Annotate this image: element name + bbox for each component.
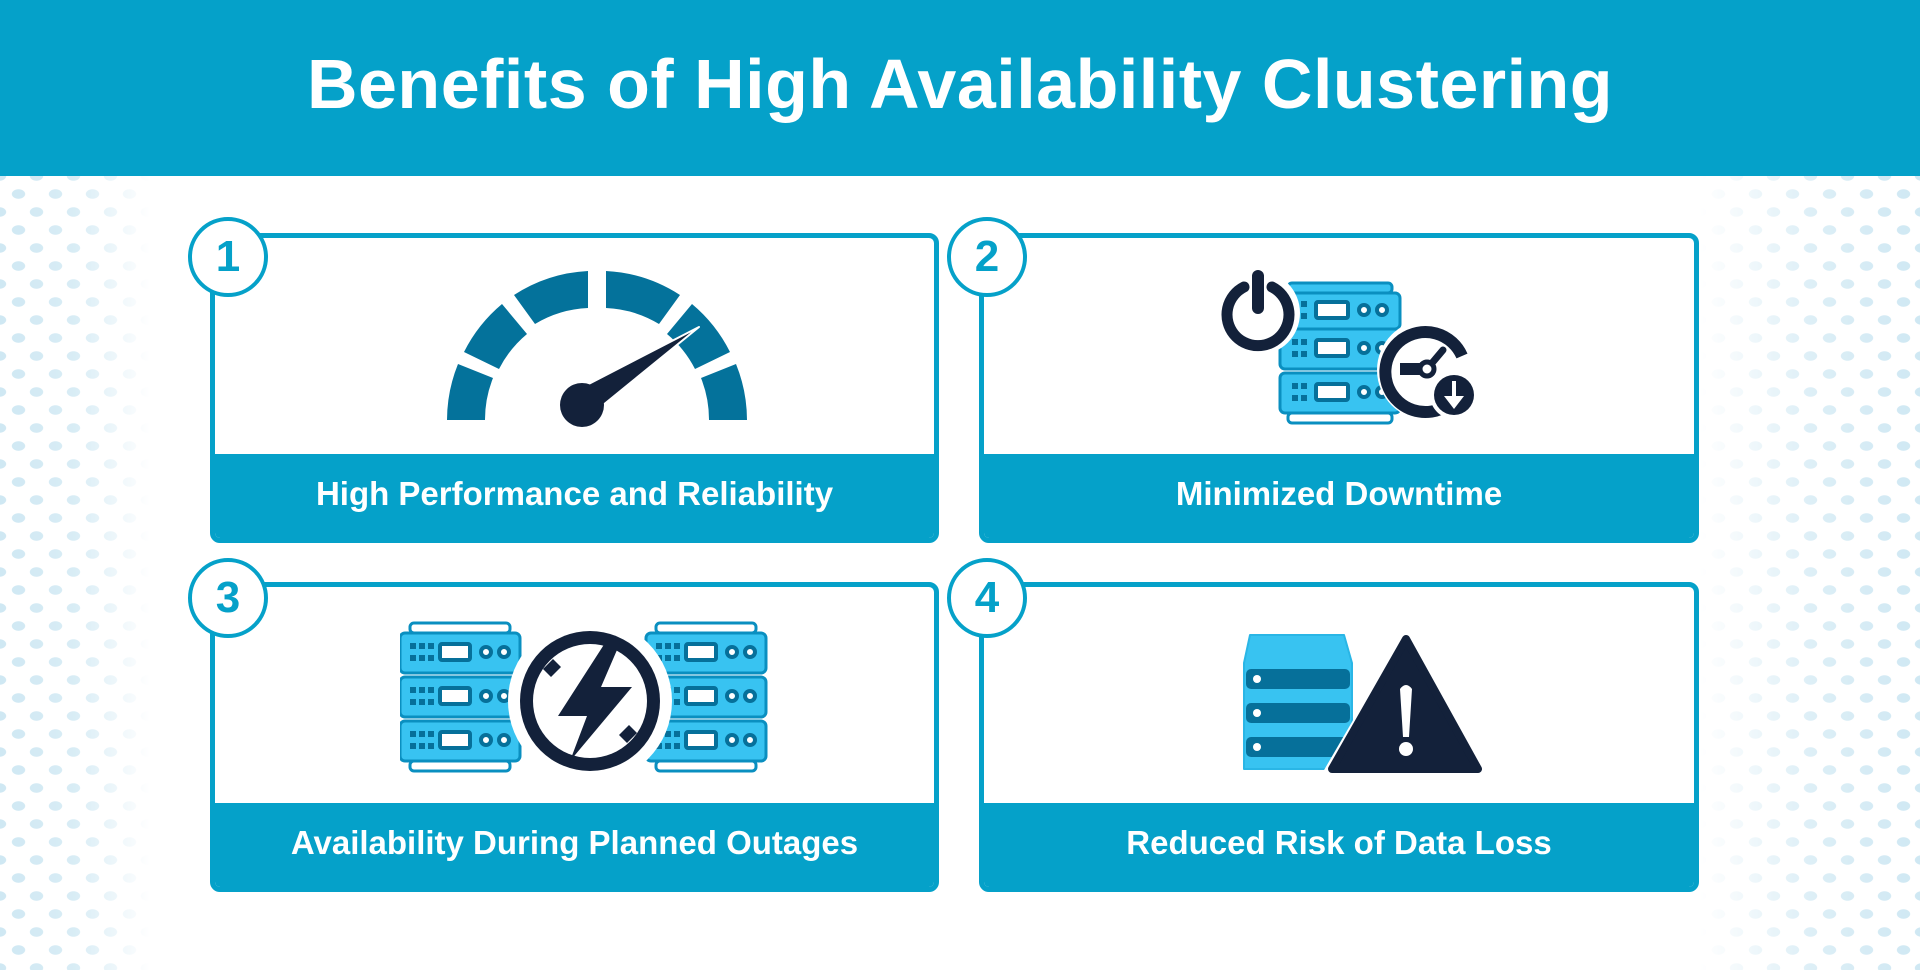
decorative-dot-pattern-right (1700, 176, 1920, 970)
benefit-card-body (215, 587, 934, 803)
benefit-label: High Performance and Reliability (215, 454, 934, 538)
benefit-card-1: High Performance and Reliability (210, 233, 939, 543)
step-number-badge: 3 (188, 558, 268, 638)
benefit-card-body (984, 587, 1694, 803)
server-power-clock-icon (1216, 270, 1478, 425)
benefit-card-2: Minimized Downtime (979, 233, 1699, 543)
download-arrow-icon (1430, 371, 1478, 419)
benefit-label: Availability During Planned Outages (215, 803, 934, 887)
speedometer-icon (447, 271, 747, 427)
step-number-badge: 1 (188, 217, 268, 297)
decorative-dot-pattern-left (0, 176, 150, 970)
power-icon (1216, 270, 1300, 355)
benefit-card-4: Reduced Risk of Data Loss (979, 582, 1699, 892)
benefit-card-3: Availability During Planned Outages (210, 582, 939, 892)
server-stack-right-icon (644, 621, 768, 773)
servers-power-outage-icon (400, 621, 768, 781)
database-warning-icon (1243, 631, 1488, 777)
step-number-badge: 2 (947, 217, 1027, 297)
benefit-label: Minimized Downtime (984, 454, 1694, 538)
page-title: Benefits of High Availability Clustering (306, 45, 1614, 123)
server-stack-left-icon (400, 621, 522, 773)
header-banner: Benefits of High Availability Clustering (0, 0, 1920, 176)
benefit-card-body (215, 238, 934, 454)
step-number-badge: 4 (947, 558, 1027, 638)
benefit-card-body (984, 238, 1694, 454)
database-stack-icon (1243, 634, 1353, 770)
power-outage-icon (508, 621, 672, 781)
warning-triangle-icon (1320, 631, 1488, 777)
benefit-label: Reduced Risk of Data Loss (984, 803, 1694, 887)
server-stack-icon (1278, 281, 1402, 425)
